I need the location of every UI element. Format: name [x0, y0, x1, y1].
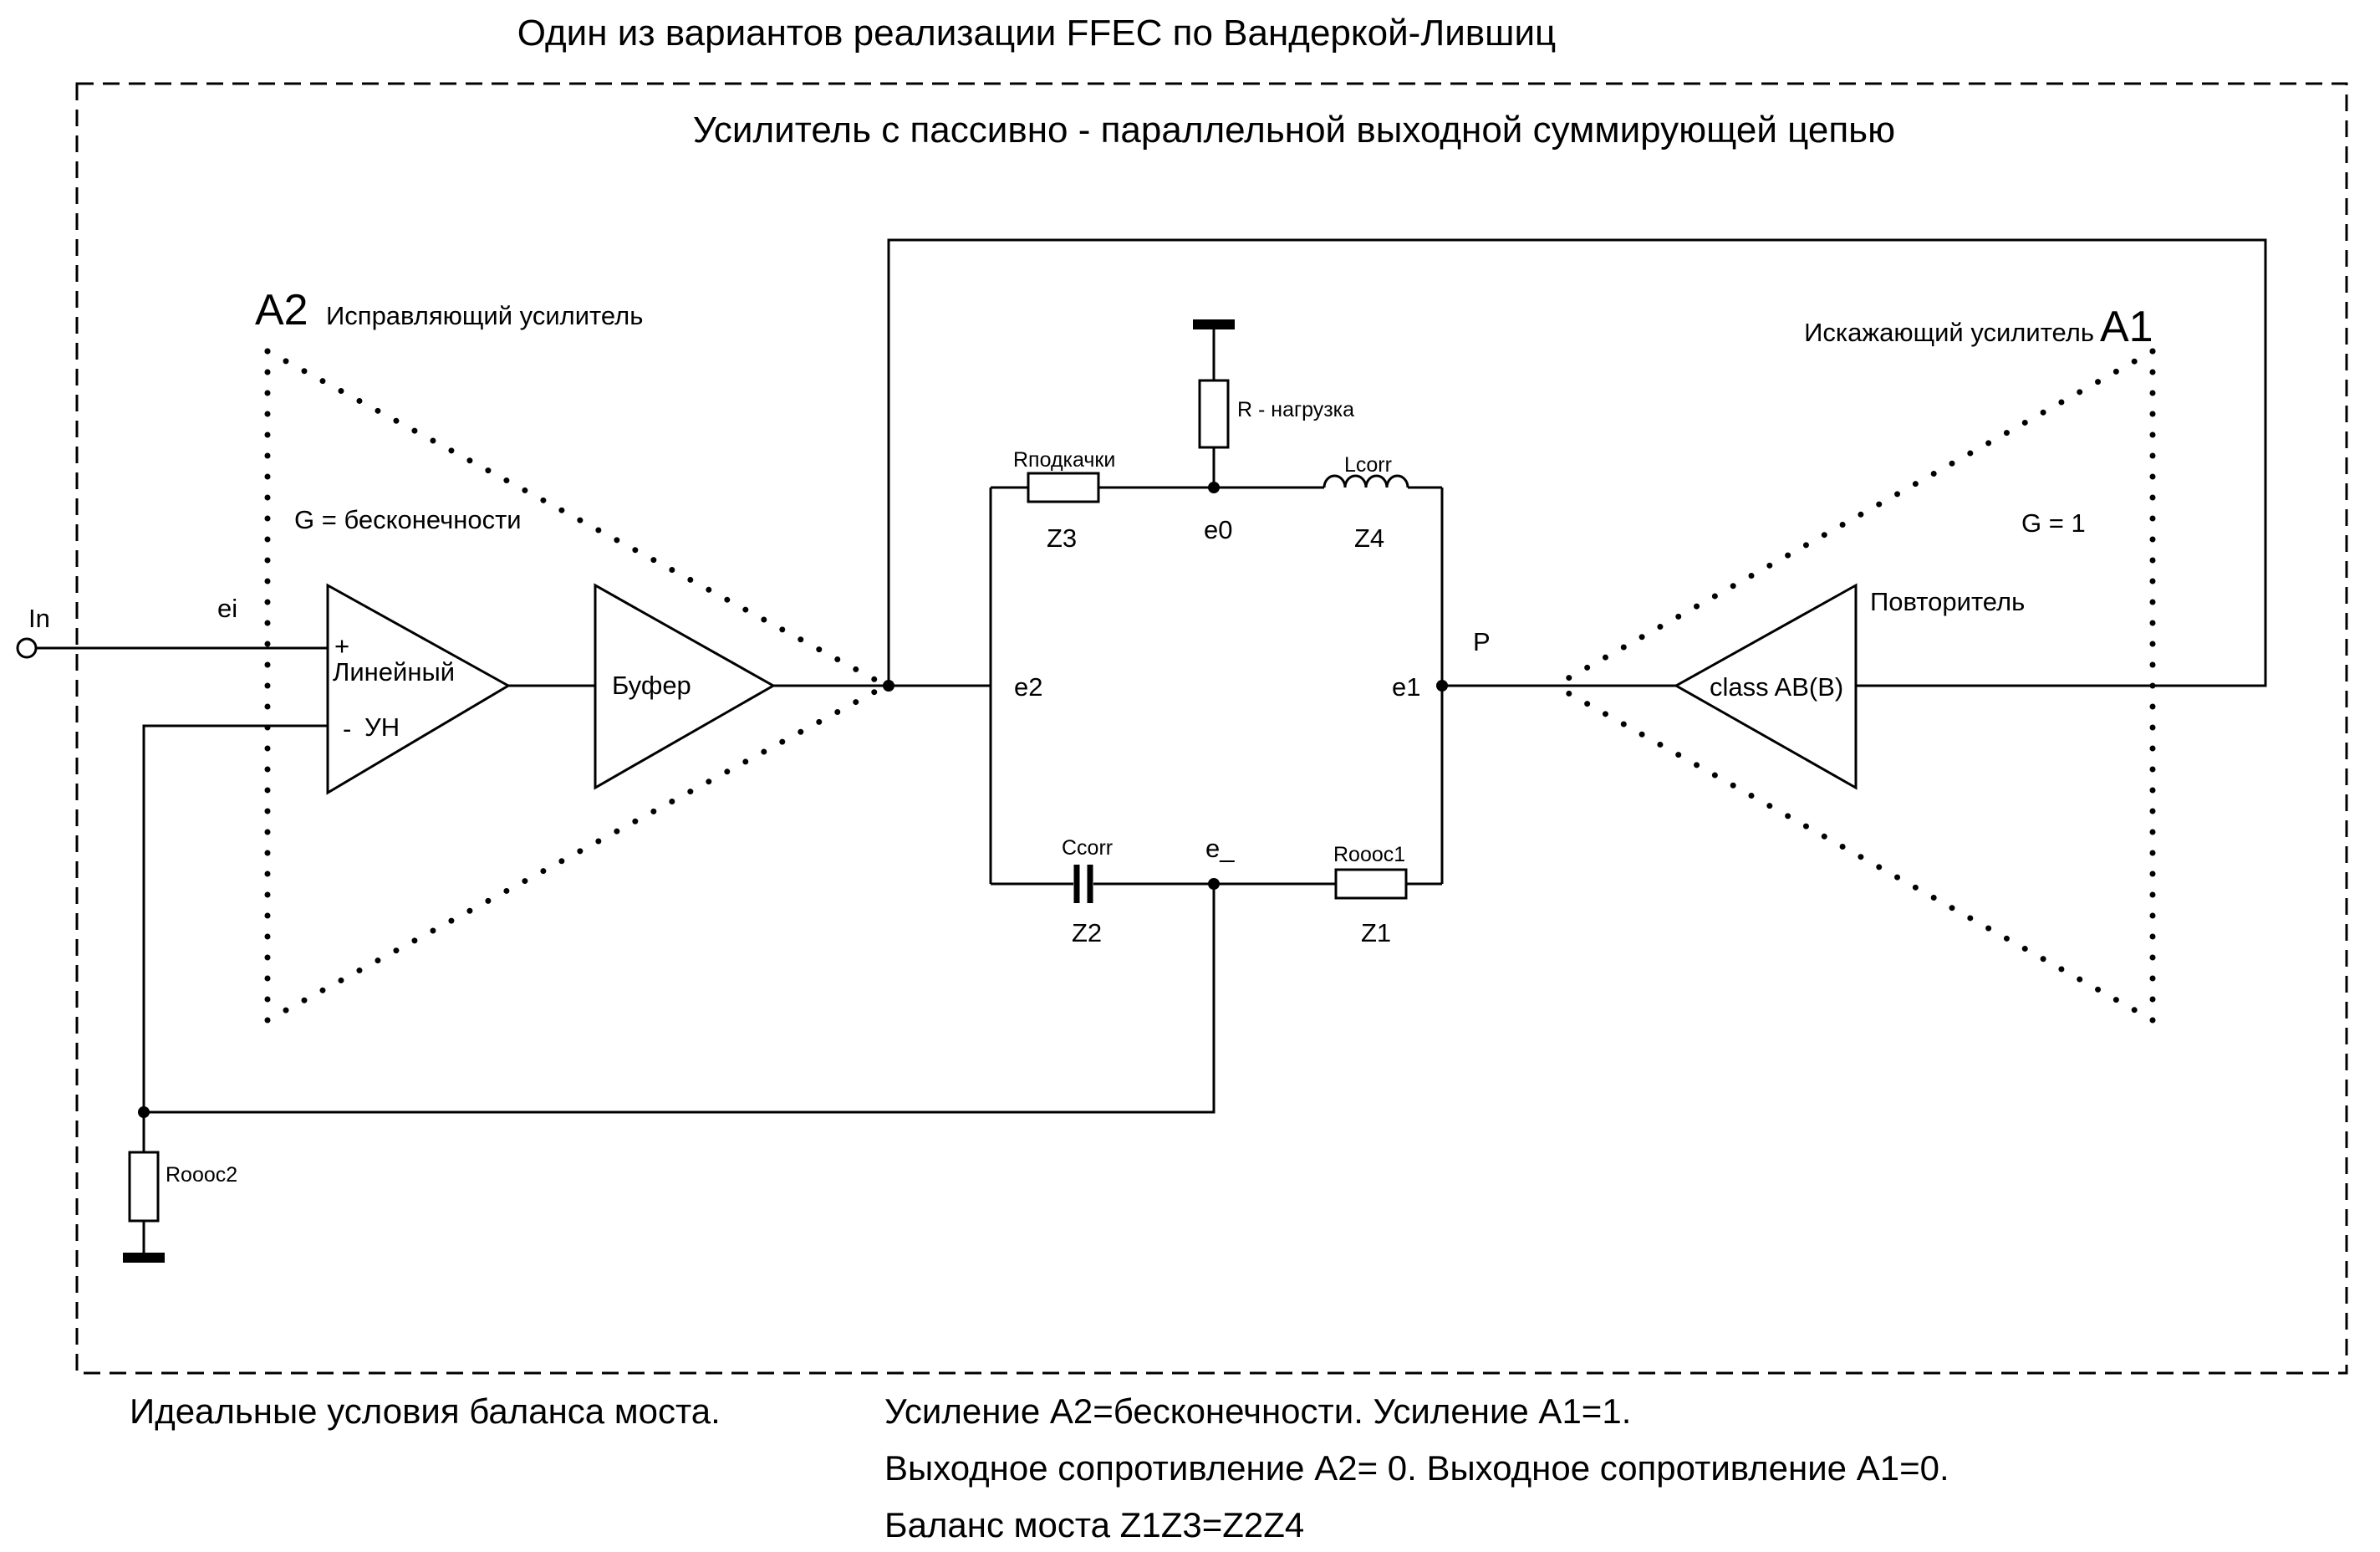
- r-oos2-resistor: [128, 1151, 160, 1223]
- node-e1: e1: [1392, 672, 1420, 702]
- opamp-minus: -: [343, 714, 351, 743]
- z2-label: Z2: [1072, 918, 1102, 947]
- l-corr-inductor: [1323, 474, 1409, 488]
- r-oos2-ground: [123, 1253, 165, 1263]
- a1-caption: Искажающий усилитель: [1804, 318, 2094, 347]
- feedback-wire: [144, 884, 1215, 1114]
- a1-gain: G = 1: [2021, 508, 2086, 538]
- node-e0: e0: [1204, 515, 1232, 544]
- buffer-amplifier: [594, 583, 777, 790]
- box-title: Усилитель с пассивно - параллельной выхо…: [693, 110, 1895, 151]
- diagram-title: Один из вариантов реализации FFEC по Ван…: [517, 13, 1557, 54]
- class-ab-follower: [1673, 583, 1858, 790]
- l-corr-label: Lcorr: [1344, 453, 1392, 477]
- load-ground: [1193, 319, 1235, 329]
- opamp-plus: +: [334, 631, 349, 661]
- a1-name: A1: [2100, 303, 2153, 351]
- node-e-minus: e_: [1205, 834, 1235, 863]
- a2-gain: G = бесконечности: [294, 505, 522, 534]
- r-oos1-label: Roooc1: [1333, 843, 1405, 866]
- r-oos1-resistor: [1334, 868, 1408, 900]
- junction-feedback: [138, 1106, 150, 1118]
- notes-line-2: Выходное сопротивление A2= 0. Выходное с…: [884, 1448, 1949, 1488]
- z3-label: Z3: [1047, 523, 1077, 553]
- notes-line-1: Усиление A2=бесконечности. Усиление A1=1…: [884, 1391, 1631, 1431]
- r-oos2-label: Roooc2: [166, 1163, 237, 1187]
- buffer-label: Буфер: [612, 671, 691, 700]
- r-pump-label: Rподкачки: [1013, 448, 1115, 472]
- inverting-input-wire: [142, 724, 328, 1152]
- opamp-label: Линейный: [333, 657, 455, 687]
- a2-boundary-triangle: [264, 348, 889, 1024]
- follower-label: Повторитель: [1870, 587, 2025, 616]
- z1-label: Z1: [1361, 918, 1391, 947]
- node-p: P: [1473, 627, 1491, 656]
- opamp-sublabel: УН: [364, 712, 400, 742]
- input-label: In: [28, 604, 50, 633]
- notes-line-3: Баланс моста Z1Z3=Z2Z4: [884, 1505, 1304, 1544]
- node-ei: ei: [217, 594, 237, 623]
- a2-name: A2: [255, 286, 308, 334]
- top-loop-wire: [887, 238, 2267, 687]
- r-pump-resistor: [1027, 472, 1100, 503]
- c-corr-label: Ccorr: [1062, 836, 1113, 860]
- z4-label: Z4: [1354, 523, 1384, 553]
- load-label: R - нагрузка: [1237, 398, 1354, 421]
- load-resistor: [1198, 379, 1230, 449]
- node-e2: e2: [1014, 672, 1042, 702]
- amplifier-boundary-box: [75, 82, 2348, 1375]
- linear-amplifier: [326, 583, 512, 795]
- input-terminal: [16, 637, 38, 659]
- a2-caption: Исправляющий усилитель: [326, 301, 643, 330]
- notes-left: Идеальные условия баланса моста.: [130, 1391, 721, 1431]
- stage-label: class AB(B): [1710, 672, 1843, 702]
